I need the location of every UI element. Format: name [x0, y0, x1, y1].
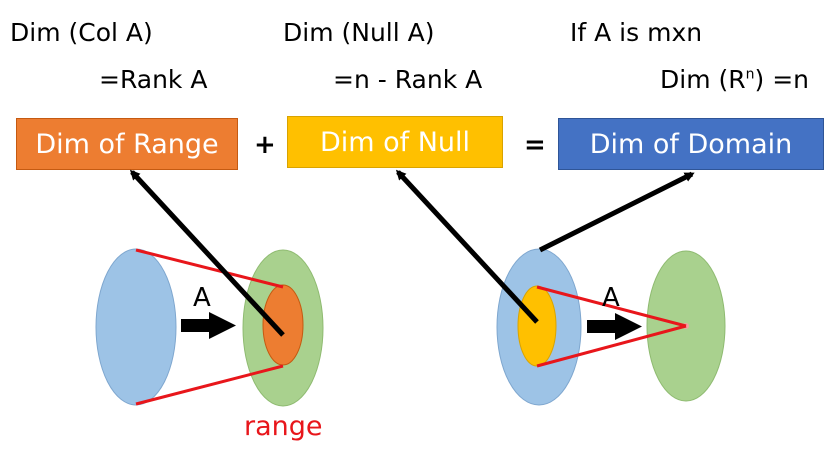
range-to-box-arrow [129, 169, 285, 337]
dim-of-range-box: Dim of Range [16, 118, 238, 170]
map-label-a-left: A [193, 283, 211, 313]
domain-to-box-arrow [538, 171, 695, 253]
dim-null-label: Dim (Null A) [283, 18, 435, 47]
map-label-a-right: A [602, 283, 620, 313]
dim-of-null-box: Dim of Null [287, 116, 503, 168]
dim-rn-suffix: ) =n [754, 65, 810, 94]
domain-ellipse-left [95, 248, 177, 406]
map-arrow-right [587, 313, 642, 340]
dim-col-label: Dim (Col A) [10, 18, 153, 47]
n-minus-rank-label: =n - Rank A [333, 65, 483, 94]
mapping-line-bottom-right [536, 324, 687, 368]
rank-label: =Rank A [99, 65, 208, 94]
null-to-box-arrow [395, 169, 539, 324]
dim-rn-label: Dim (Rn) =n [660, 65, 809, 95]
mapping-line-top-right [536, 285, 687, 328]
if-a-label: If A is mxn [570, 18, 703, 47]
mapping-line-bottom-left [135, 364, 284, 406]
null-ellipse [517, 285, 557, 367]
dim-of-domain-box: Dim of Domain [558, 118, 824, 170]
equals-operator: = [524, 130, 546, 160]
dim-rn-superscript: n [745, 66, 755, 83]
range-label: range [244, 411, 323, 442]
mapping-line-top-left [135, 248, 284, 289]
range-ellipse [262, 284, 304, 366]
plus-operator: + [254, 130, 276, 160]
dim-rn-prefix: Dim (R [660, 65, 746, 94]
map-arrow-left [181, 312, 236, 339]
